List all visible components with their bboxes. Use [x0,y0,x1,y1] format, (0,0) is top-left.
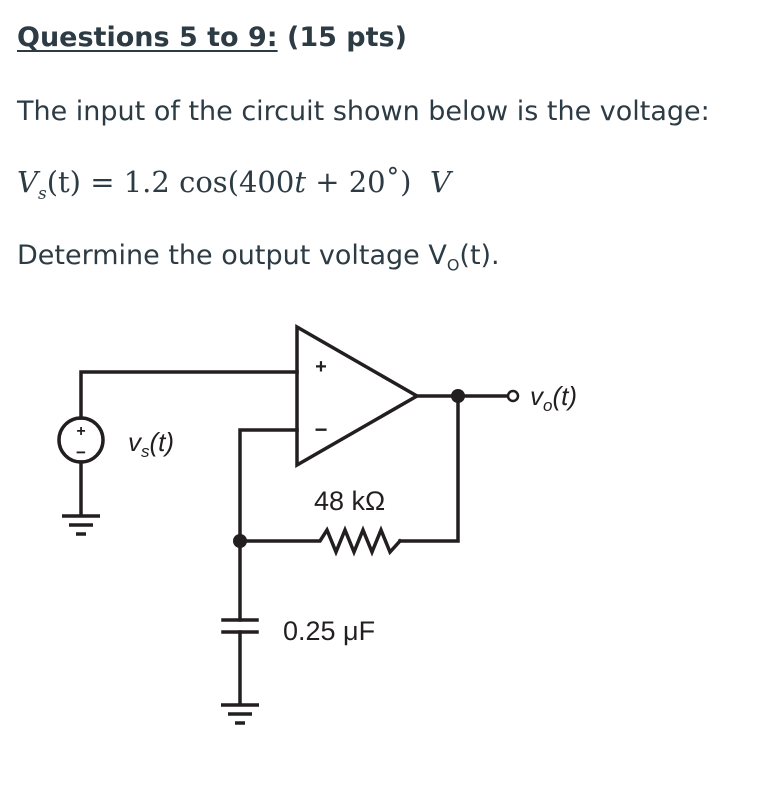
question-heading: Questions 5 to 9: (15 pts) [17,22,407,53]
output-node [451,389,465,403]
source-voltage-label: vs(t) [128,427,174,461]
output-voltage-label: vo(t) [530,381,577,415]
input-voltage-equation: Vs(t) = 1.2 cos(400t + 20˚) V [17,165,451,204]
opamp-plus-sign: + [315,356,327,378]
wire-feedback [398,394,460,543]
resistor-symbol [238,525,403,557]
problem-intro: The input of the circuit shown below is … [17,96,710,127]
inverting-node [233,534,247,548]
resistor-label: 48 kΩ [314,486,385,516]
capacitor-label: 0.25 μF [283,616,375,646]
opamp-minus-sign: − [315,417,328,442]
source-plus-sign: + [76,423,85,440]
ground-capacitor [221,703,259,725]
question-points: (15 pts) [277,22,407,53]
wire-noninverting [79,370,299,420]
source-minus-sign: − [76,443,86,462]
ground-source [62,514,100,536]
output-terminal [506,389,520,403]
problem-task: Determine the output voltage VO(t). [17,240,500,275]
opamp-symbol [295,323,421,469]
question-range: Questions 5 to 9: [17,22,278,53]
wire-inverting [238,428,299,543]
